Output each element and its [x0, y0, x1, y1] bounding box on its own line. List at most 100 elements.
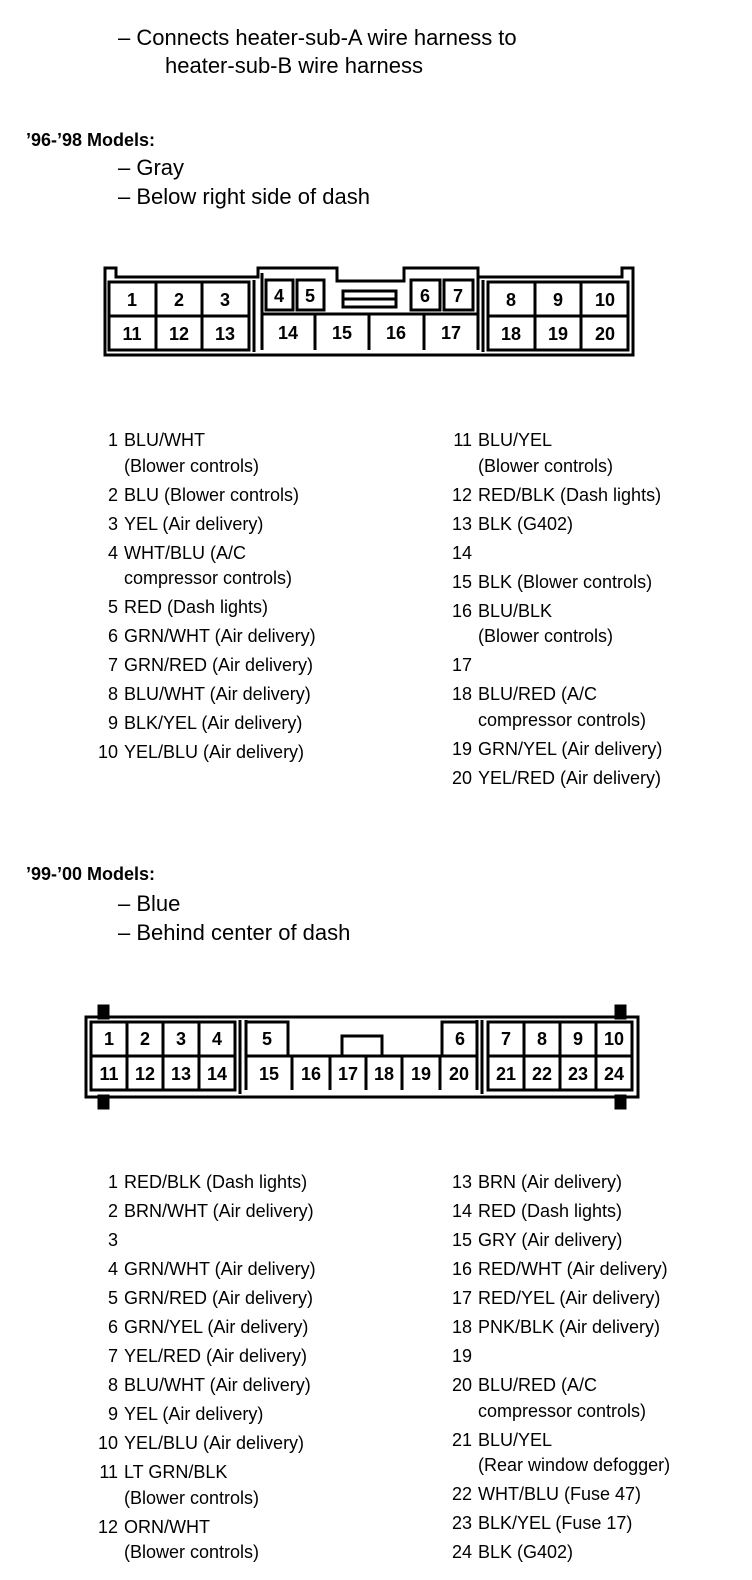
- conn-9900-pin-14: 14: [207, 1064, 227, 1084]
- conn-9900-pin-10: 10: [604, 1029, 624, 1049]
- conn-9698-pin-14: 14: [278, 323, 298, 343]
- conn-9698-pin-13: 13: [215, 324, 235, 344]
- conn-9900-pin-21: 21: [496, 1064, 516, 1084]
- intro-line-2: heater-sub-B wire harness: [165, 53, 424, 78]
- conn-9900-pin-2: 2: [140, 1029, 150, 1049]
- conn-9698-pin-18: 18: [501, 324, 521, 344]
- color-99-00: – Blue: [118, 891, 181, 916]
- heading-96-98: ’96-’98 Models:: [26, 130, 156, 150]
- conn-9900-pin-12: 12: [135, 1064, 155, 1084]
- conn-9900-pin-13: 13: [171, 1064, 191, 1084]
- conn-9698-pin-3: 3: [220, 290, 230, 310]
- color-96-98: – Gray: [118, 155, 185, 180]
- conn-9900-pin-6: 6: [455, 1029, 465, 1049]
- conn-9900-pin-22: 22: [532, 1064, 552, 1084]
- heading-99-00: ’99-’00 Models:: [26, 864, 156, 884]
- list-item: 17: [451, 655, 472, 675]
- conn-9698-pin-7: 7: [453, 286, 463, 306]
- conn-9900-pin-3: 3: [176, 1029, 186, 1049]
- conn-9900-pin-17: 17: [338, 1064, 358, 1084]
- conn-9698-pin-1: 1: [127, 290, 137, 310]
- conn-9900-pin-23: 23: [568, 1064, 588, 1084]
- list-item: 3: [107, 1230, 118, 1250]
- conn-9698-pin-5: 5: [305, 286, 315, 306]
- conn-9900-pin-5: 5: [262, 1029, 272, 1049]
- conn-9900-pin-20: 20: [449, 1064, 469, 1084]
- conn-9900-pin-16: 16: [301, 1064, 321, 1084]
- conn-9698-pin-15: 15: [332, 323, 352, 343]
- conn-9900-pin-18: 18: [374, 1064, 394, 1084]
- conn-9900-pin-11: 11: [99, 1064, 118, 1084]
- list-item: 14: [451, 542, 472, 563]
- conn-9698-pin-8: 8: [506, 290, 516, 310]
- location-99-00: – Behind center of dash: [118, 920, 351, 945]
- location-96-98: – Below right side of dash: [118, 184, 370, 209]
- list-item: 19: [451, 1346, 472, 1366]
- conn-9900-pin-1: 1: [104, 1029, 114, 1049]
- conn-9900-pin-4: 4: [212, 1029, 222, 1049]
- conn-9900-pin-7: 7: [501, 1029, 511, 1049]
- conn-9698-pin-9: 9: [553, 290, 563, 310]
- conn-9900-pin-24: 24: [604, 1064, 624, 1084]
- conn-9900-pin-15: 15: [259, 1064, 279, 1084]
- conn-9698-pin-20: 20: [595, 324, 615, 344]
- conn-9698-pin-16: 16: [386, 323, 406, 343]
- conn-9900-pin-8: 8: [537, 1029, 547, 1049]
- conn-9698-pin-19: 19: [548, 324, 568, 344]
- conn-9698-pin-12: 12: [169, 324, 189, 344]
- intro-line-1: – Connects heater-sub-A wire harness to: [118, 25, 517, 50]
- conn-9698-pin-6: 6: [420, 286, 430, 306]
- conn-9900-pin-9: 9: [573, 1029, 583, 1049]
- conn-9900-pin-19: 19: [411, 1064, 431, 1084]
- conn-9698-pin-11: 11: [122, 324, 141, 344]
- conn-9698-pin-17: 17: [441, 323, 461, 343]
- conn-9698-pin-4: 4: [274, 286, 284, 306]
- conn-9698-pin-10: 10: [595, 290, 615, 310]
